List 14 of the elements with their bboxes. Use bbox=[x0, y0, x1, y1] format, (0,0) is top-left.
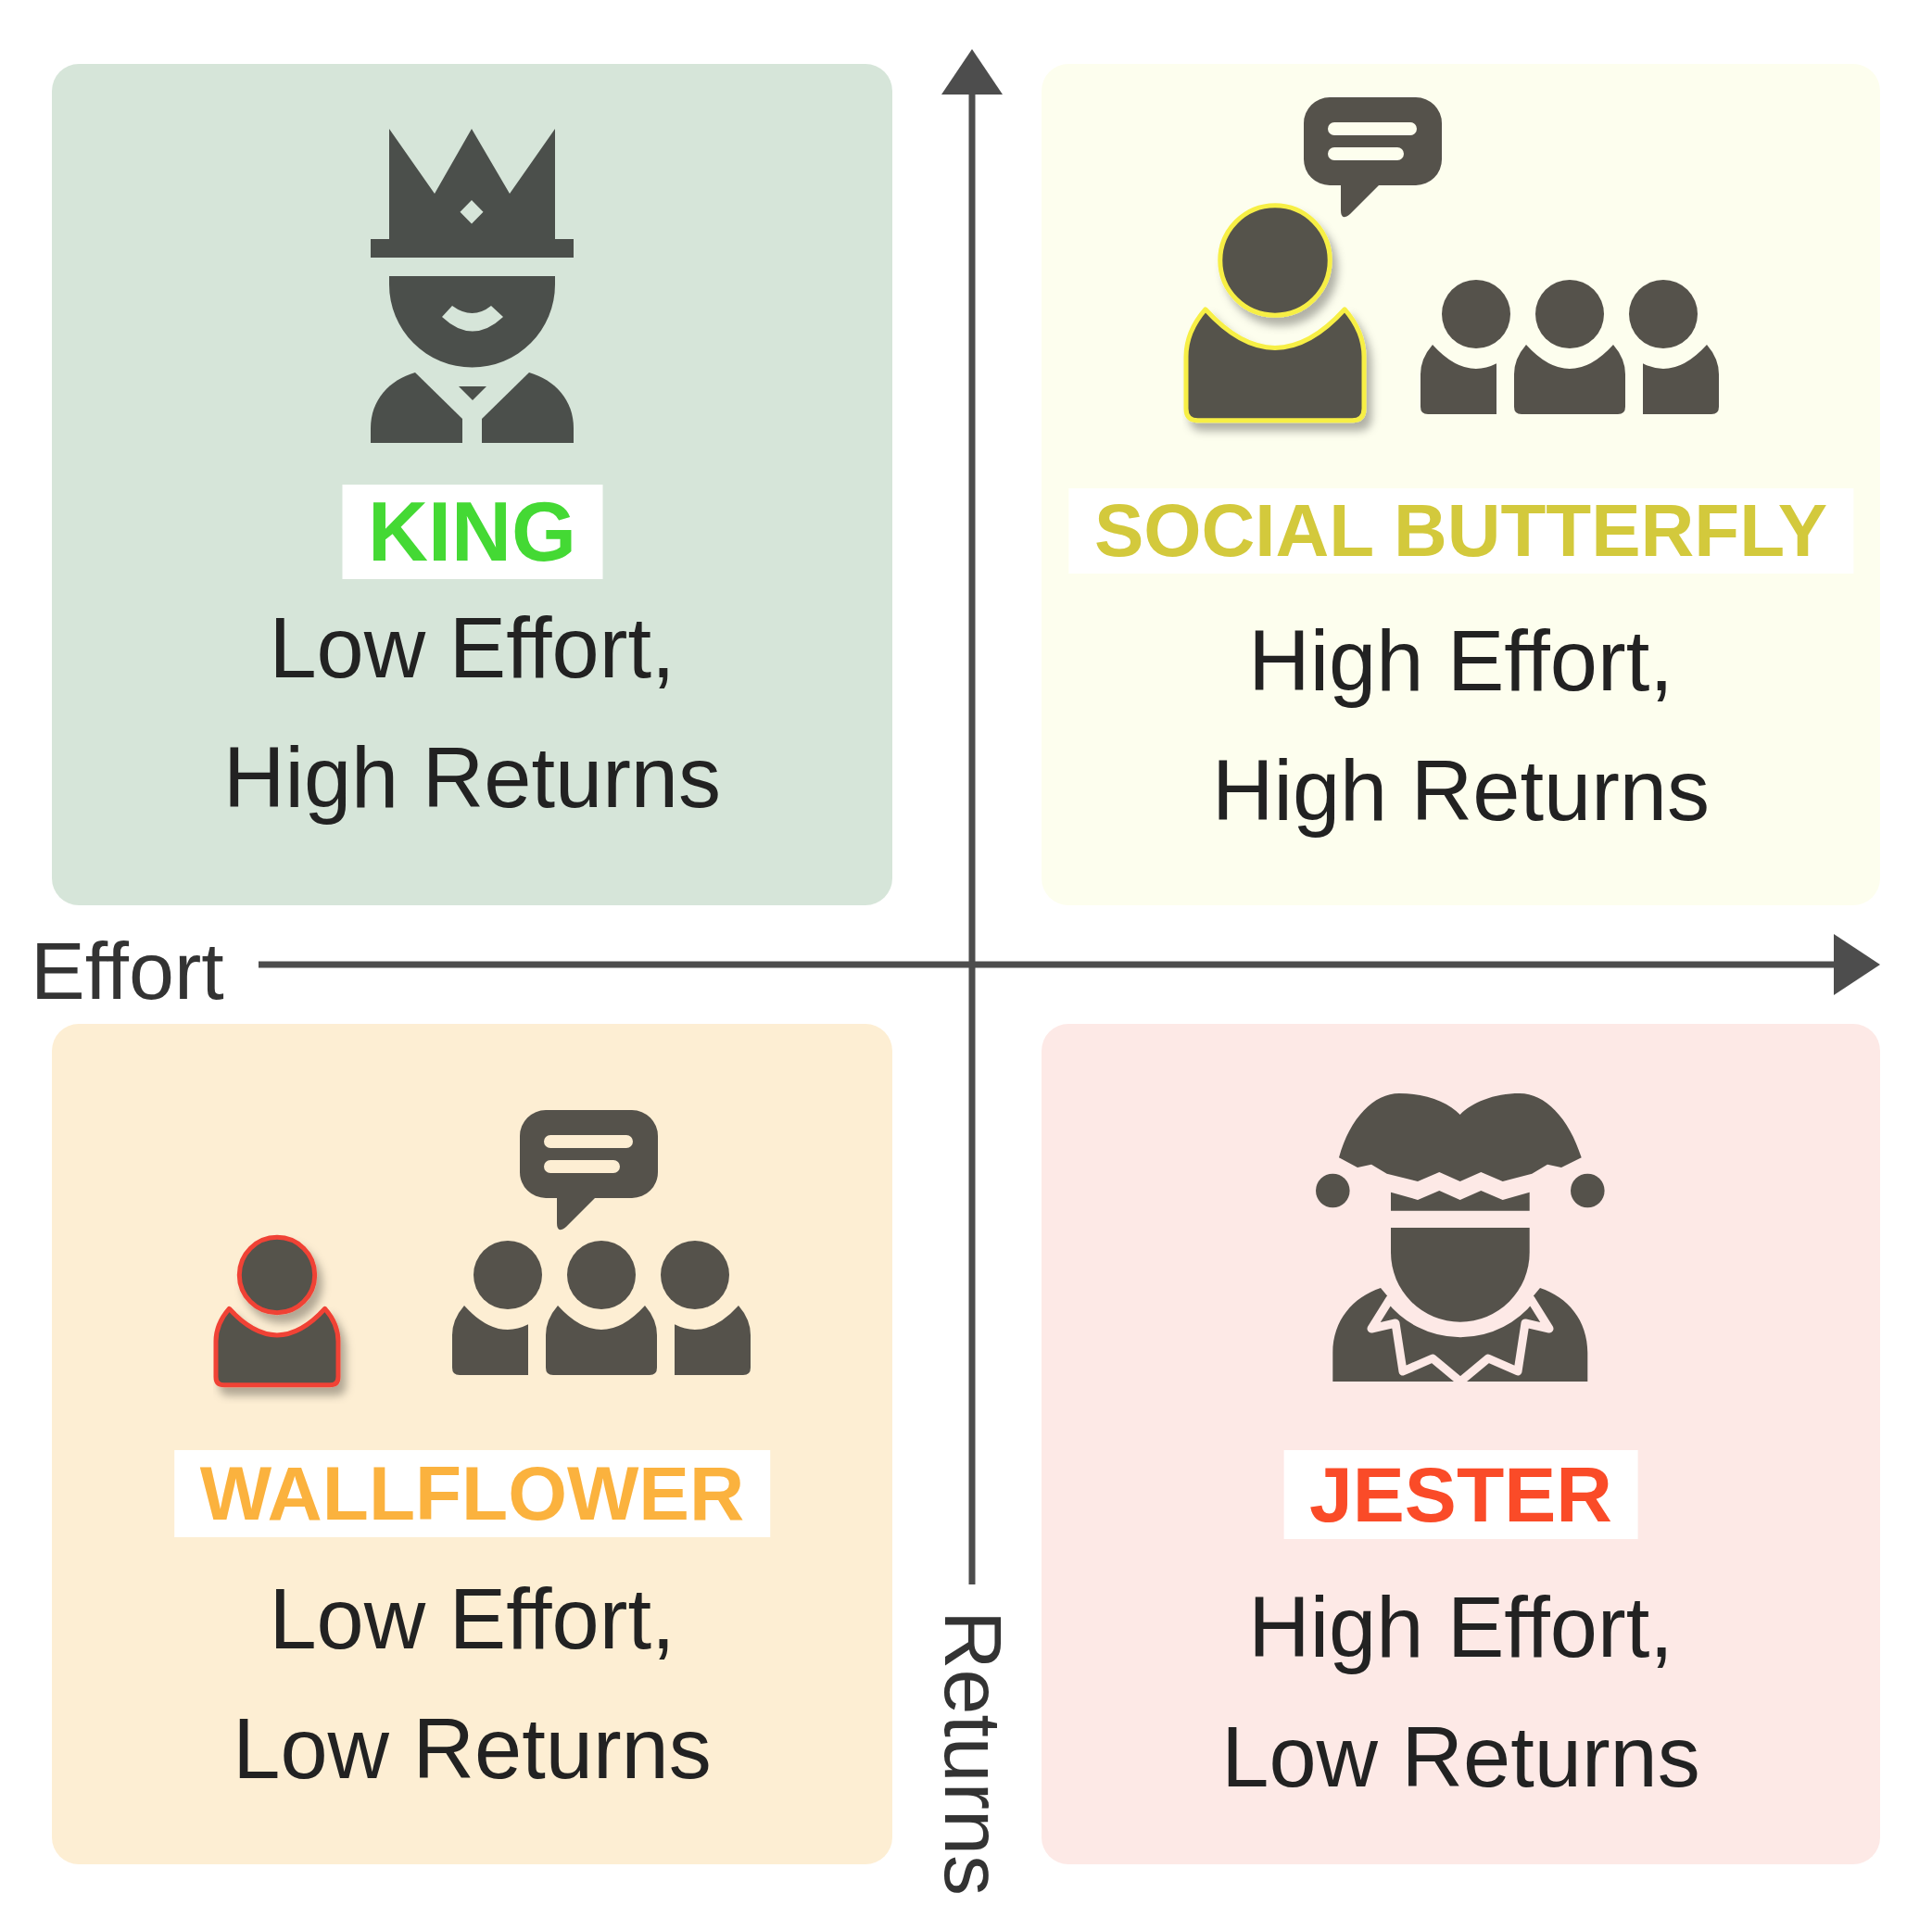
axis-label: Effort bbox=[31, 930, 224, 1012]
quadrant-panel bbox=[1042, 1024, 1880, 1864]
quadrant-description: Low Effort, High Returns bbox=[222, 599, 722, 827]
quadrant-description: Low Effort, Low Returns bbox=[232, 1571, 713, 1798]
quadrant-title: WALLFLOWER bbox=[173, 1450, 771, 1537]
axis-label: Returns bbox=[932, 1609, 1014, 1897]
quadrant-panel bbox=[52, 1024, 892, 1864]
quadrant-title: SOCIAL BUTTERFLY bbox=[1067, 488, 1854, 574]
quadrant-panel bbox=[1042, 64, 1880, 905]
quadrant-description: High Effort, High Returns bbox=[1211, 612, 1711, 839]
quadrant-panel bbox=[52, 64, 892, 905]
quadrant-description: High Effort, Low Returns bbox=[1220, 1579, 1701, 1806]
quadrant-title: KING bbox=[342, 485, 602, 579]
quadrant-title: JESTER bbox=[1283, 1450, 1638, 1539]
